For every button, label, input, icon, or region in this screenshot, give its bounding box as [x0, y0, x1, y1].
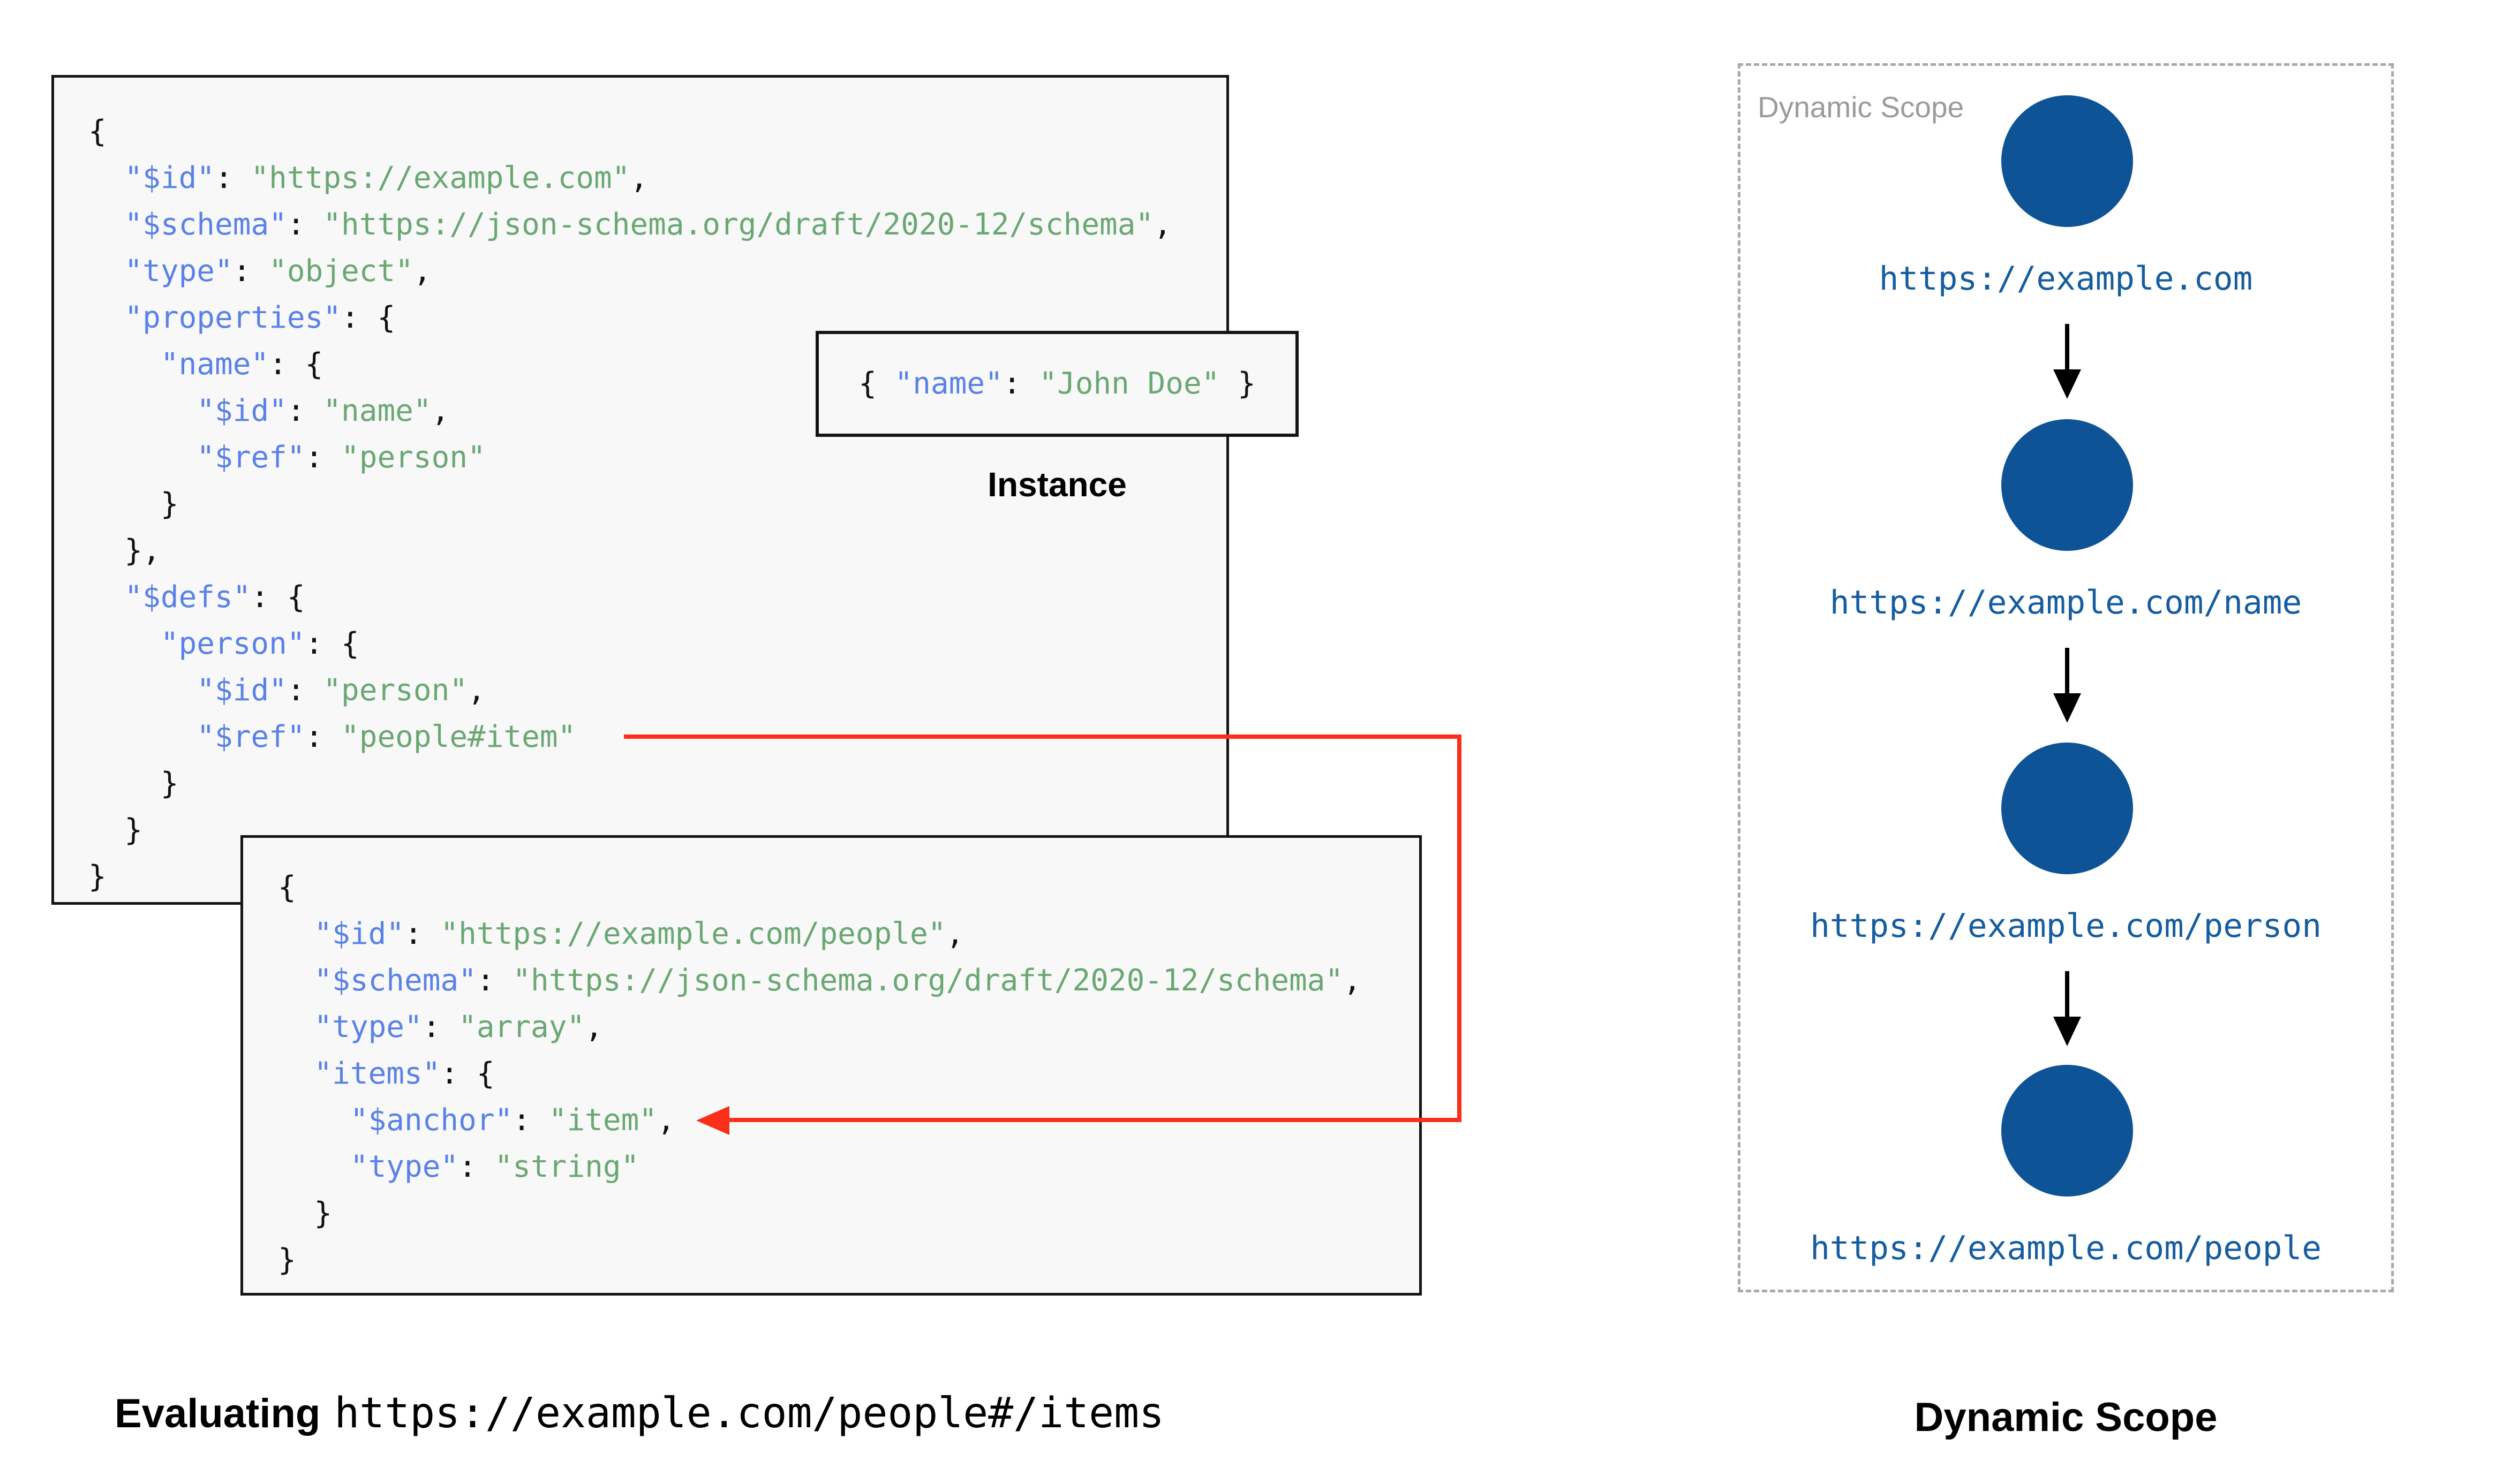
root-schema-code: { "$id": "https://example.com", "$schema… [88, 114, 1172, 894]
instance-code: { "name": "John Doe" } [858, 366, 1256, 401]
scope-arrow-3-head-icon [2053, 1017, 2081, 1046]
scope-node-label-2: https://example.com/name [1829, 584, 2302, 622]
scope-node-label-3: https://example.com/person [1810, 907, 2322, 945]
instance-box: { "name": "John Doe" } [816, 331, 1299, 437]
scope-arrow-2-head-icon [2053, 693, 2081, 723]
people-schema-box [240, 835, 1422, 1296]
scope-node-circle-4 [2001, 1065, 2133, 1197]
instance-label: Instance [988, 465, 1127, 504]
scope-node-circle-1 [2001, 95, 2133, 227]
evaluating-prefix: Evaluating [115, 1391, 321, 1436]
scope-node-label-4: https://example.com/people [1810, 1229, 2322, 1267]
ref-arrow-segment-top [624, 735, 1461, 739]
evaluating-caption: Evaluating https://example.com/people#/it… [115, 1392, 1164, 1447]
scope-node-circle-3 [2001, 743, 2133, 874]
dynamic-scope-box-label: Dynamic Scope [1758, 90, 1964, 124]
scope-node-label-1: https://example.com [1879, 260, 2253, 298]
evaluating-uri: https://example.com/people#/items [334, 1389, 1164, 1437]
scope-arrow-3-shaft [2065, 971, 2069, 1017]
ref-arrowhead-icon [696, 1106, 729, 1135]
scope-arrow-1-head-icon [2053, 369, 2081, 399]
ref-arrow-segment-bottom [729, 1118, 1461, 1122]
scope-arrow-1-shaft [2065, 324, 2069, 369]
people-schema-code: { "$id": "https://example.com/people", "… [278, 870, 1361, 1277]
ref-arrow-segment-vertical [1457, 735, 1461, 1122]
scope-arrow-2-shaft [2065, 648, 2069, 693]
scope-node-circle-2 [2001, 419, 2133, 551]
dynamic-scope-caption: Dynamic Scope [1914, 1395, 2218, 1440]
root-schema-box [51, 75, 1229, 905]
